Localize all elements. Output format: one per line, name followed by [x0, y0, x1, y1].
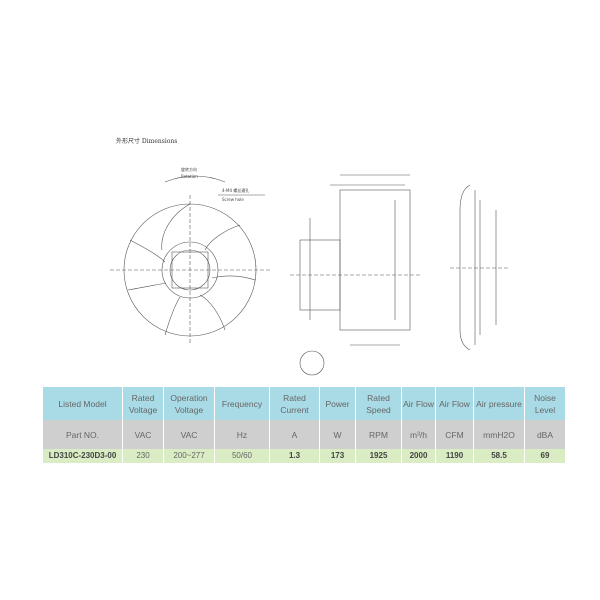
fan-dimension-drawing: 旋转方向 Rotation 4-M4 螺丝通孔 Screw hole [110, 166, 510, 376]
header-cell: Air pressure [473, 387, 525, 420]
unit-cell: VAC [122, 420, 164, 449]
data-cell: 1925 [355, 449, 402, 463]
rotation-label-en: Rotation [181, 174, 198, 179]
header-cell: Frequency [214, 387, 270, 420]
header-cell: Operation Voltage [163, 387, 215, 420]
header-cell: Rated Speed [355, 387, 402, 420]
data-cell: 200~277 [163, 449, 215, 463]
screw-hole-label-cn: 4-M4 螺丝通孔 [222, 187, 249, 193]
header-cell: Power [319, 387, 356, 420]
data-cell: 2000 [401, 449, 436, 463]
data-cell: 58.5 [473, 449, 525, 463]
spec-table: Listed Model Rated Voltage Operation Vol… [43, 387, 566, 463]
data-cell: 69 [524, 449, 566, 463]
unit-cell: VAC [163, 420, 215, 449]
unit-cell: RPM [355, 420, 402, 449]
front-view [110, 175, 270, 345]
header-row: Listed Model Rated Voltage Operation Vol… [43, 387, 566, 420]
unit-cell: mmH2O [473, 420, 525, 449]
unit-cell: dBA [524, 420, 566, 449]
header-cell: Air Flow [401, 387, 436, 420]
model-cell: LD310C-230D3-00 [43, 449, 123, 463]
rotation-label-cn: 旋转方向 [181, 166, 197, 172]
unit-cell: CFM [435, 420, 474, 449]
unit-cell: Part NO. [43, 420, 123, 449]
screw-hole-label-en: Screw hole [222, 197, 244, 202]
header-cell: Rated Voltage [122, 387, 164, 420]
header-cell: Air Flow [435, 387, 474, 420]
unit-cell: Hz [214, 420, 270, 449]
side-view [290, 174, 420, 376]
inlet-ring-view [450, 184, 510, 351]
table-row: LD310C-230D3-00 230 200~277 50/60 1.3 17… [43, 449, 566, 463]
data-cell: 1190 [435, 449, 474, 463]
data-cell: 173 [319, 449, 356, 463]
header-cell: Listed Model [43, 387, 123, 420]
header-cell: Noise Level [524, 387, 566, 420]
unit-cell: A [269, 420, 320, 449]
unit-cell: W [319, 420, 356, 449]
dimensions-title: 外形尺寸 Dimensions [116, 138, 178, 145]
header-cell: Rated Current [269, 387, 320, 420]
data-cell: 230 [122, 449, 164, 463]
data-cell: 50/60 [214, 449, 270, 463]
data-cell: 1.3 [269, 449, 320, 463]
units-row: Part NO. VAC VAC Hz A W RPM m³/h CFM mmH… [43, 420, 566, 449]
unit-cell: m³/h [401, 420, 436, 449]
